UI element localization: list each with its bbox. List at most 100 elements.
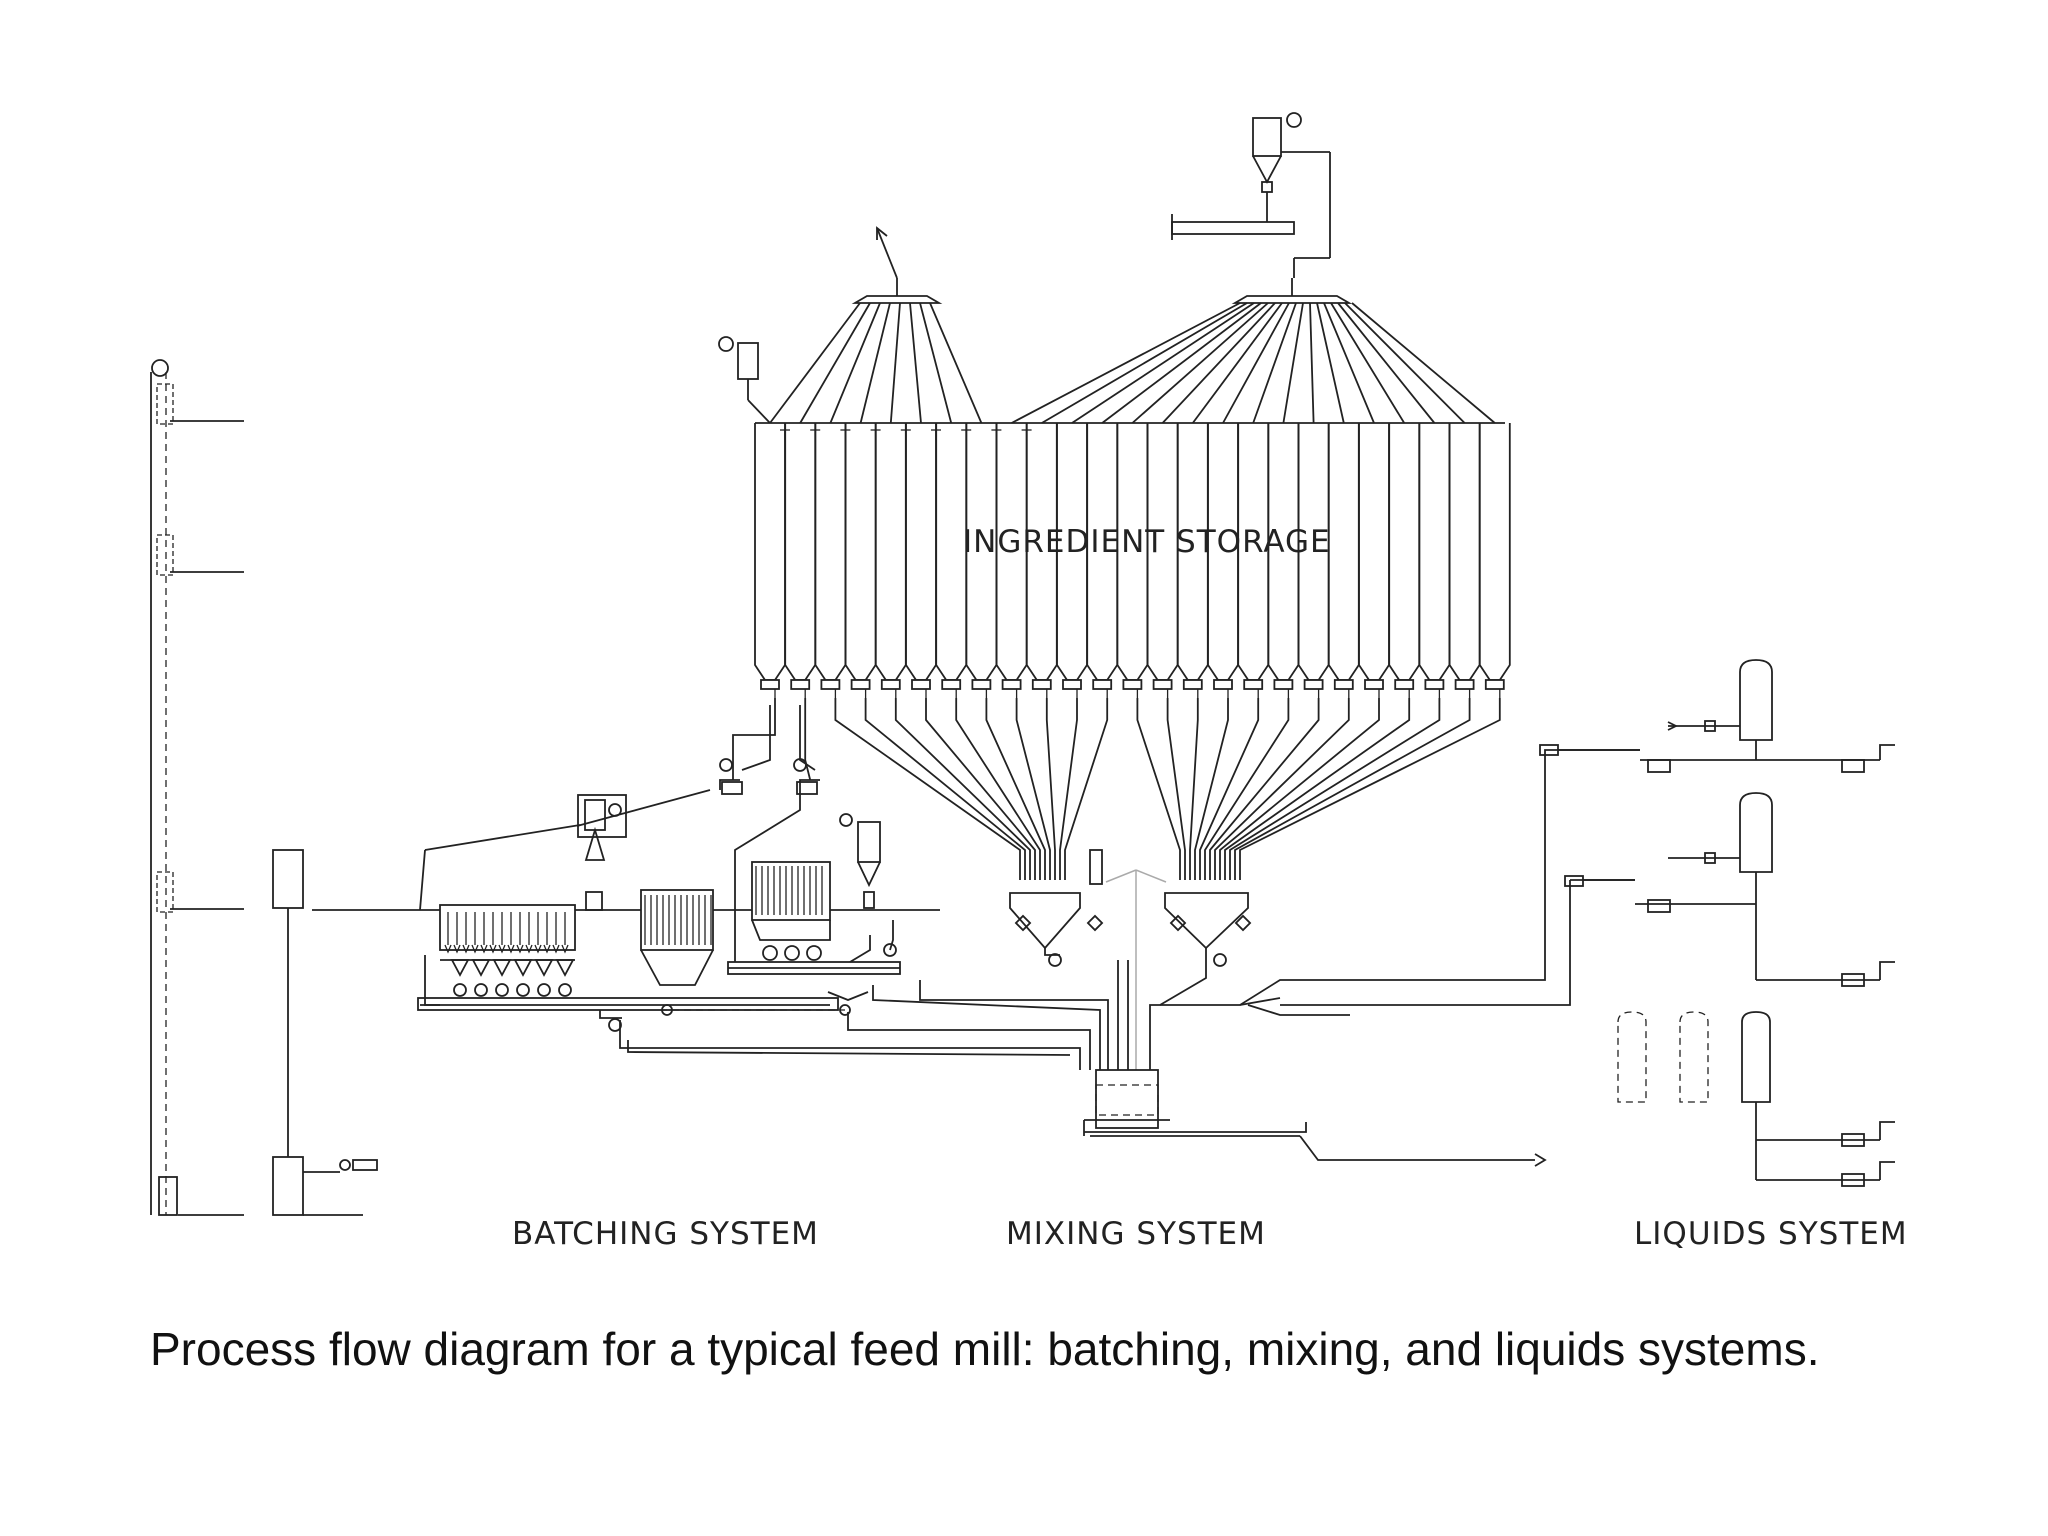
bin-discharge-gate [1364,679,1384,690]
distributor-spout [1316,302,1345,424]
feed-line [1219,698,1380,880]
feed-line [1204,698,1290,880]
feed-line [955,698,1041,880]
feed-line [1059,698,1078,880]
micro-discharge [495,983,509,997]
bin-discharge-gate [971,679,992,690]
feed-line [1136,698,1181,880]
batching-system [312,705,1071,1056]
feed-line [1199,698,1260,880]
distributor-spout [1131,302,1269,424]
feed-line [804,698,812,781]
distributor-spout [1323,302,1375,424]
feed-line [1239,698,1501,880]
distributor-spout [1252,302,1297,424]
distributor-spout [1222,302,1290,424]
bin-discharge-gate [850,679,871,690]
mixer [1083,1069,1547,1167]
bin-discharge-gate [760,679,780,690]
bin-discharge-gate [1484,679,1505,690]
bin-discharge-gate [1454,679,1475,690]
bin-discharge-gate [790,679,811,690]
micro-discharge [537,983,551,997]
micro-discharge [516,983,530,997]
bin-discharge-gate [941,679,962,690]
micro-scale [450,959,470,977]
storage-bin [1358,423,1390,681]
bin-discharge-gate [1394,679,1415,690]
bin-discharge-gate [1303,679,1324,690]
micro-discharge [558,983,572,997]
storage-bin [935,423,968,681]
storage-bin [1388,423,1421,681]
mixing-system-label: MIXING SYSTEM [1006,1216,1266,1252]
micro-scale [534,959,554,977]
bin-discharge-gate [911,679,931,690]
distributor-spout [1337,302,1436,424]
distributor-spout [889,302,901,424]
hammer-mill-column [272,849,378,1216]
bin-discharge-gate [1182,679,1203,690]
distributor-spout [1161,302,1276,424]
bin-discharge-gate [1122,679,1143,690]
feed-line [1015,698,1051,880]
distributor-spout [1071,302,1255,424]
feed-line [1234,698,1471,880]
bin-discharge-gate [1213,679,1233,690]
distributor-spout [1282,302,1304,424]
ingredient-storage-bins [754,422,1511,698]
distributor-spout [1330,302,1405,424]
distributor-spout [859,302,891,424]
bin-discharge-gate [880,679,901,690]
micro-scale [513,959,533,977]
storage-bin [814,423,847,681]
storage-bin [844,423,877,681]
ingredient-storage-label: INGREDIENT STORAGE [963,524,1331,560]
bin-discharge-gate [1333,679,1354,690]
micro-scale [471,959,491,977]
feed-line [925,698,1036,880]
mini-discharge [806,945,822,961]
mini-discharge [784,945,800,961]
bin-discharge-gate [1243,679,1264,690]
figure-caption: Process flow diagram for a typical feed … [150,1323,1820,1375]
feed-line [834,698,1021,880]
feed-line [1194,698,1229,880]
feed-line [1064,698,1109,880]
storage-bin [1327,423,1360,681]
storage-bin [1448,423,1481,681]
distributor-spout [1011,302,1241,424]
feed-line [864,698,1026,880]
bin-fill-manifolds [769,226,1496,424]
distributor-spout [1344,302,1466,424]
distributor-spout [1101,302,1262,424]
scale-hoppers [1009,849,1252,967]
micro-scale [555,959,575,977]
distributor-spout [929,302,983,424]
feed-line [1045,698,1056,880]
storage-bin [754,423,786,681]
bucket-elevator [150,359,244,1216]
micro-bin-block [439,904,576,951]
distributor-spout [1309,302,1315,424]
distributor-spout [769,302,861,424]
support-frame [1105,869,1167,1070]
micro-discharge [453,983,467,997]
bin-discharge-gate [1424,679,1445,690]
storage-bin [784,423,817,681]
feed-line [985,698,1046,880]
feed-line [1214,698,1350,880]
bin-discharge-gate [1152,679,1173,690]
distributor-spout [919,302,953,424]
distributor-spout [909,302,922,424]
bin-vent-filter [718,336,771,424]
distributor-spout [1041,302,1248,424]
bin-discharge-gate [1062,679,1082,690]
distributor-spout [829,302,881,424]
storage-bin [905,423,937,681]
mini-discharge [762,945,778,961]
storage-bin [1418,423,1451,681]
micro-scale [492,959,512,977]
distributor-spout [1192,302,1283,424]
